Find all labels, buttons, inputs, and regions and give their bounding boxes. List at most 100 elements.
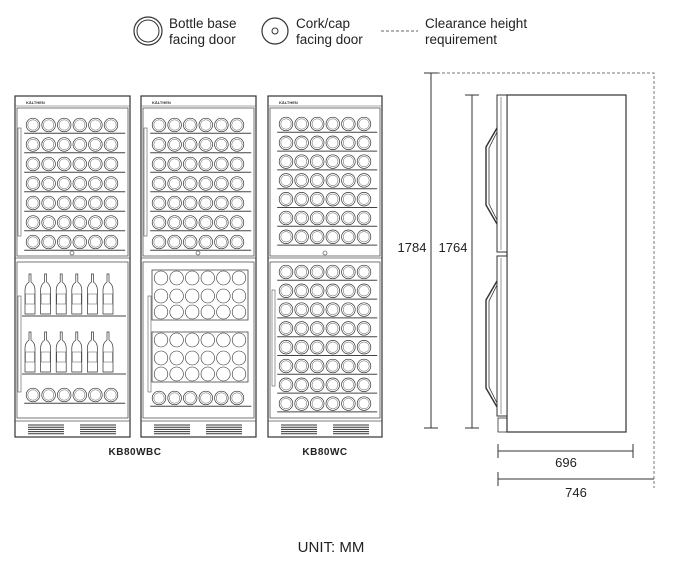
bottle-base-inner — [215, 217, 227, 228]
bottle-base — [57, 234, 72, 250]
model-label-kb80wc: KB80WC — [302, 447, 347, 458]
bottle-base-inner — [43, 178, 55, 189]
bottle-base-inner — [27, 236, 39, 248]
lower-door — [269, 261, 381, 419]
bottle-base — [310, 264, 325, 280]
bottle-base-inner — [231, 217, 243, 228]
bottle-base — [341, 340, 356, 355]
bottle-base-inner — [58, 389, 70, 401]
bottle-base — [294, 116, 309, 132]
bottle-base-inner — [74, 217, 86, 228]
bottle-base-inner — [200, 178, 212, 189]
bottle-base-inner — [327, 137, 339, 149]
bottle-base — [356, 321, 372, 336]
stacked-bottle — [169, 350, 184, 366]
bottle-base — [88, 195, 103, 211]
bottle-base — [57, 137, 72, 152]
bottle-base-inner — [280, 231, 292, 243]
bottle-base — [151, 195, 167, 211]
bottle-base-inner — [215, 178, 227, 189]
bottle-base-inner — [169, 197, 181, 209]
bottle-base — [167, 234, 182, 250]
stacked-bottle — [185, 304, 200, 320]
bottle-base-inner — [358, 137, 370, 149]
bottle-base — [310, 135, 325, 150]
stacked-bottle — [200, 304, 215, 320]
bottle-base-inner — [27, 217, 39, 228]
bottle-base-icon — [133, 16, 163, 46]
legend-bottle-line2: facing door — [169, 32, 236, 47]
bottle-base — [88, 234, 103, 250]
bottle-base — [278, 283, 294, 298]
bottle-base — [294, 264, 309, 280]
upright-bottle — [87, 331, 98, 373]
legend-cork-line1: Cork/cap — [296, 16, 350, 31]
bottle-base-inner — [327, 304, 339, 316]
bottle-base-inner — [358, 322, 370, 334]
bottle-base — [183, 156, 198, 172]
bottle-base — [278, 229, 294, 244]
bottle-base-inner — [58, 178, 70, 189]
bottle-base — [310, 321, 325, 336]
vent-grille — [28, 424, 116, 435]
bottle-base — [356, 135, 372, 150]
bottle-base-inner — [327, 174, 339, 186]
bottle-base-inner — [358, 193, 370, 205]
bottle-base-inner — [342, 379, 354, 391]
bottle-base — [229, 176, 245, 191]
bottle-label — [56, 351, 66, 363]
door-handle — [271, 289, 276, 387]
stacked-bottle-bins — [151, 269, 249, 383]
bottle-base-inner — [200, 119, 212, 131]
bottle-base-inner — [184, 119, 196, 131]
bottle-base-inner — [231, 236, 243, 248]
bottle-rack-upper — [277, 116, 378, 246]
bottle-base-inner — [105, 197, 117, 209]
bottle-base-inner — [27, 139, 39, 150]
bottle-base — [198, 390, 213, 406]
bottle-base — [103, 195, 119, 211]
bottle-base — [278, 340, 294, 355]
bottle-base — [57, 195, 72, 211]
bottle-label — [87, 293, 98, 305]
bottle-base — [88, 387, 103, 403]
bottle-base-inner — [215, 392, 227, 404]
bottle-base-inner — [184, 217, 196, 228]
bottle-base-inner — [311, 322, 323, 334]
bottle-base — [25, 117, 41, 133]
stacked-bottle — [200, 366, 215, 382]
bottle-base — [214, 156, 229, 172]
bottle-base — [229, 156, 245, 172]
stacked-bottle — [231, 288, 247, 304]
door-side-lower — [496, 255, 508, 417]
bottle-base — [229, 137, 245, 152]
bottle-base — [325, 377, 340, 392]
cork-cap-icon — [261, 17, 289, 45]
bottle-base — [214, 117, 229, 133]
bottle-base — [151, 234, 167, 250]
bottle-base — [278, 116, 294, 132]
dimension-clearance-height — [424, 72, 438, 429]
bottle-base — [214, 137, 229, 152]
bottle-base-inner — [27, 119, 39, 131]
bottle-base — [103, 234, 119, 250]
bottle-base — [294, 192, 309, 207]
bottle-base-inner — [311, 360, 323, 372]
bottle-base-inner — [311, 193, 323, 205]
bottle-base-inner — [342, 304, 354, 316]
handle-lower — [485, 280, 498, 408]
bottle-label — [87, 351, 98, 363]
bottle-base — [103, 117, 119, 133]
bottle-base — [325, 358, 340, 374]
bottle-base-inner — [184, 178, 196, 189]
upright-bottle — [102, 273, 114, 315]
bottle-label — [40, 351, 51, 363]
bottle-base-inner — [231, 197, 243, 209]
side-view: 1784 1764 696 746 — [398, 72, 655, 500]
bottle-base-inner — [358, 118, 370, 130]
bottle-base — [198, 137, 213, 152]
bottle-rack-lower — [277, 264, 378, 413]
bottle-base — [25, 156, 41, 172]
bottle-base — [310, 396, 325, 411]
bottle-base-inner — [327, 266, 339, 278]
